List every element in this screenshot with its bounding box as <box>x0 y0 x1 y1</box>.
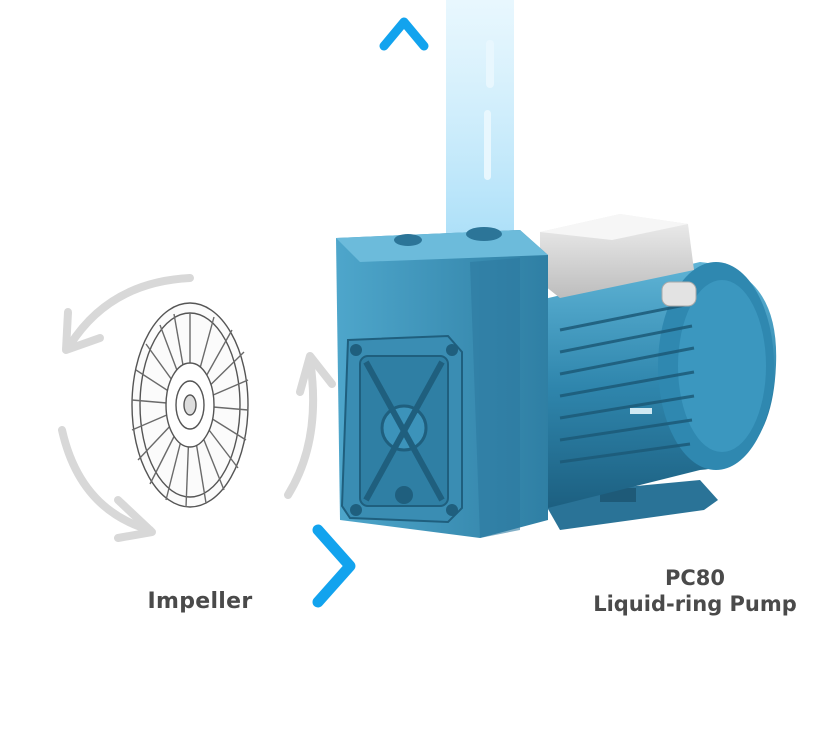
impeller-label: Impeller <box>147 589 253 614</box>
water-stream <box>446 0 514 238</box>
pump-body <box>336 214 777 538</box>
arrow-right-icon <box>33 524 356 608</box>
rotation-arrows-icon <box>58 274 336 542</box>
product-label: PC80 Liquid-ring Pump <box>585 565 805 618</box>
product-name: Liquid-ring Pump <box>593 592 797 617</box>
arrow-up-icon <box>379 17 429 215</box>
product-model: PC80 <box>664 566 726 590</box>
impeller-icon <box>131 302 249 508</box>
